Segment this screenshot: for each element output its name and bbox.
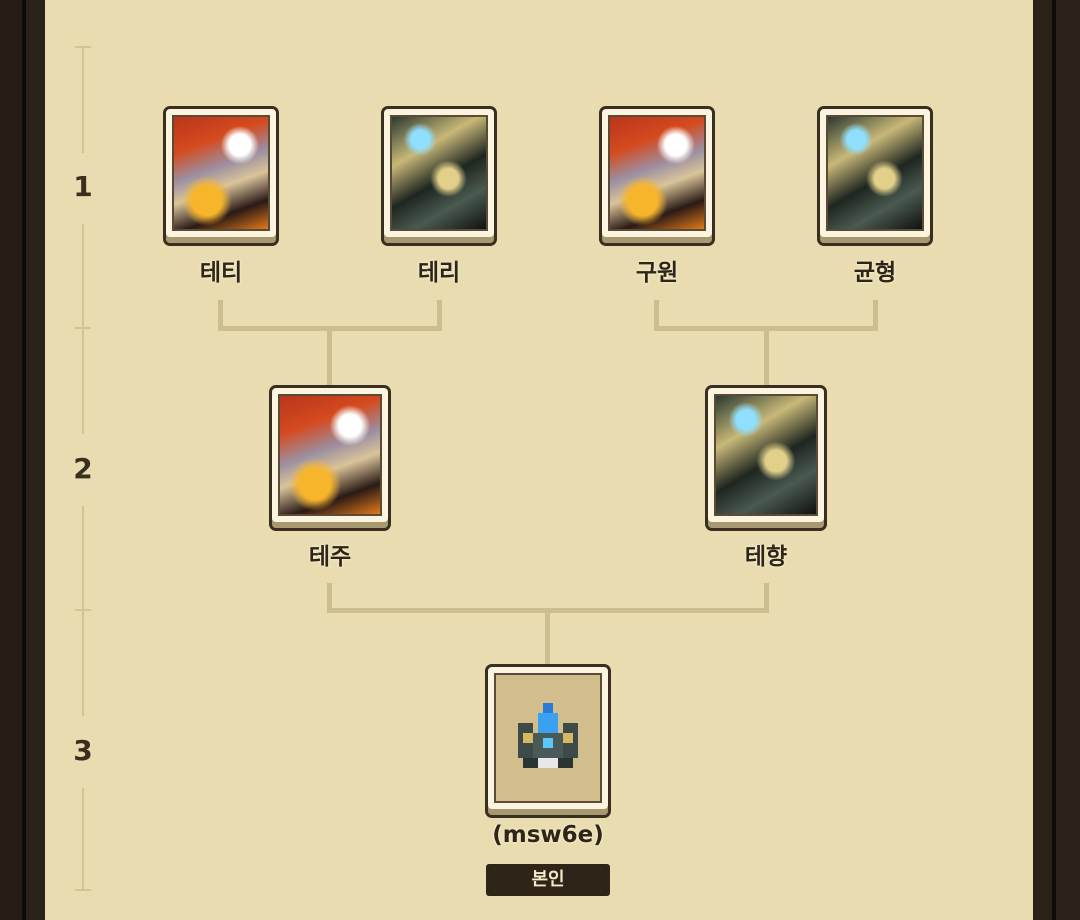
timeline-line xyxy=(82,47,84,153)
connector xyxy=(327,583,332,613)
pet-name: 테향 xyxy=(744,544,788,570)
timeline-line xyxy=(82,224,84,434)
connector xyxy=(327,326,332,386)
dark-dragon-portrait xyxy=(390,115,488,231)
fire-dragon-portrait xyxy=(172,115,270,231)
right-frame-edge xyxy=(1052,0,1056,920)
timeline-tick xyxy=(75,46,91,48)
dark-dragon-portrait xyxy=(826,115,924,231)
pet-name: 균형 xyxy=(853,260,897,286)
generation-label-3: 3 xyxy=(73,734,93,767)
pet-card-self[interactable] xyxy=(485,664,611,818)
pet-card-guwon[interactable] xyxy=(599,106,715,246)
timeline-tick xyxy=(75,327,91,329)
pet-name: 테티 xyxy=(199,260,243,286)
ship-icon xyxy=(518,703,578,768)
connector xyxy=(218,300,223,330)
pet-card-teju[interactable] xyxy=(269,385,391,531)
timeline-line xyxy=(82,506,84,716)
self-portrait xyxy=(494,673,602,803)
generation-label-2: 2 xyxy=(73,452,93,485)
pet-card-tehyang[interactable] xyxy=(705,385,827,531)
connector xyxy=(545,608,550,666)
pet-card-teti[interactable] xyxy=(163,106,279,246)
pet-name: 테주 xyxy=(308,544,352,570)
pet-card-teri[interactable] xyxy=(381,106,497,246)
left-frame-edge xyxy=(22,0,26,920)
fire-dragon-portrait xyxy=(278,394,382,516)
connector xyxy=(437,300,442,330)
connector xyxy=(764,326,769,386)
fire-dragon-portrait xyxy=(608,115,706,231)
pet-card-gyunhyeong[interactable] xyxy=(817,106,933,246)
left-frame xyxy=(0,0,22,920)
pet-name: 테리 xyxy=(417,260,461,286)
timeline-tick xyxy=(75,609,91,611)
right-frame xyxy=(1033,0,1080,920)
pet-name: 구원 xyxy=(635,260,679,286)
timeline-tick xyxy=(75,889,91,891)
connector xyxy=(764,583,769,613)
connector xyxy=(873,300,878,330)
self-badge: 본인 xyxy=(486,864,610,896)
connector xyxy=(654,300,659,330)
self-name: (msw6e) xyxy=(492,822,604,848)
dark-dragon-portrait xyxy=(714,394,818,516)
timeline-line xyxy=(82,788,84,890)
generation-label-1: 1 xyxy=(73,170,93,203)
